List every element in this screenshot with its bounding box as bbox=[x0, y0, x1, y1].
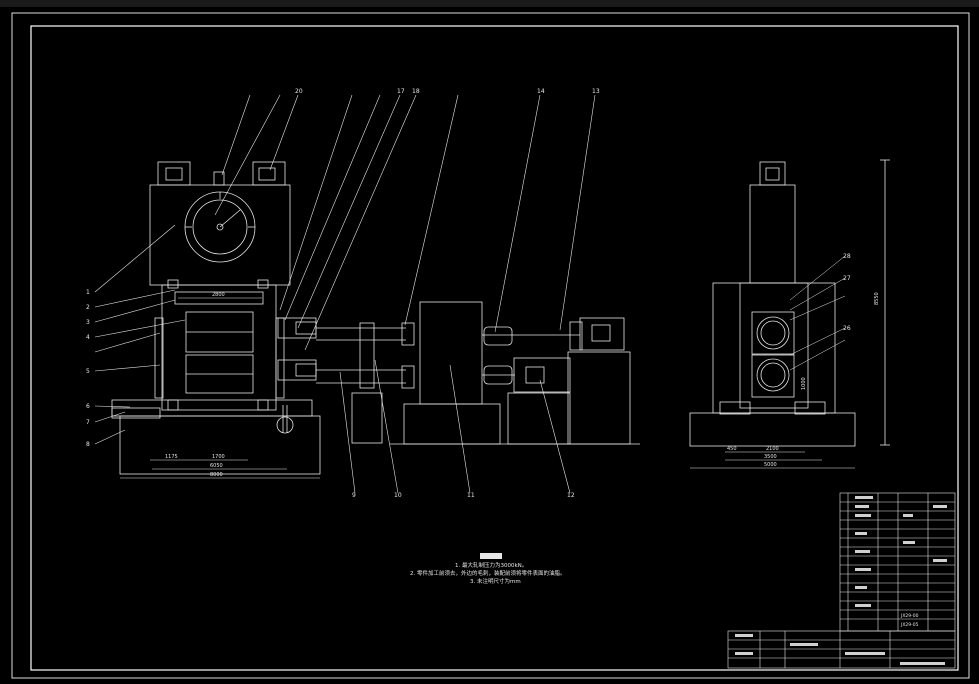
label-27: 27 bbox=[843, 275, 851, 282]
label-13: 13 bbox=[592, 88, 600, 95]
label-20: 20 bbox=[295, 88, 303, 95]
label-1: 1 bbox=[86, 289, 90, 296]
dim-small: 450 bbox=[727, 446, 737, 452]
side-dimension-lines bbox=[690, 255, 855, 469]
label-10: 10 bbox=[394, 492, 402, 499]
label-7: 7 bbox=[86, 419, 90, 426]
dim-left-offset: 1175 bbox=[165, 454, 178, 460]
foundation bbox=[119, 415, 321, 475]
label-5: 5 bbox=[86, 368, 90, 375]
label-18: 18 bbox=[412, 88, 420, 95]
dim-overall: 8000 bbox=[210, 472, 223, 478]
label-28: 28 bbox=[843, 253, 851, 260]
gear-box bbox=[419, 301, 483, 405]
label-12: 12 bbox=[567, 492, 575, 499]
front-dimension-lines bbox=[120, 297, 320, 479]
label-6: 6 bbox=[86, 403, 90, 410]
label-4: 4 bbox=[86, 334, 90, 341]
dim-w1: 2100 bbox=[766, 446, 779, 452]
title-block bbox=[727, 492, 956, 669]
motor-box-left bbox=[157, 161, 191, 186]
note-line-3: 3. 未注明尺寸为mm bbox=[470, 577, 521, 585]
dim-w2: 3500 bbox=[764, 454, 777, 460]
dim-inner: 1700 bbox=[212, 454, 225, 460]
label-11: 11 bbox=[467, 492, 475, 499]
label-17: 17 bbox=[397, 88, 405, 95]
label-2: 2 bbox=[86, 304, 90, 311]
outer-frame bbox=[11, 12, 970, 679]
dim-height: 8550 bbox=[874, 292, 880, 305]
label-9: 9 bbox=[352, 492, 356, 499]
note-line-2: 2. 零件加工前须去，外边的毛刺，装配前须将零件表面的油脂。 bbox=[410, 569, 566, 577]
title-code-1: JX29-00 bbox=[900, 613, 919, 619]
notes-heading-block bbox=[480, 553, 502, 559]
label-14: 14 bbox=[537, 88, 545, 95]
title-code-2: JX29-05 bbox=[900, 622, 919, 628]
dim-side-overall: 5000 bbox=[764, 462, 777, 468]
note-line-1: 1. 最大轧制压力为3000kN。 bbox=[455, 561, 527, 569]
dim-lower: 6050 bbox=[210, 463, 223, 469]
leader-lines bbox=[94, 94, 596, 494]
label-3: 3 bbox=[86, 319, 90, 326]
dim-mid: 1000 bbox=[801, 377, 807, 390]
label-8: 8 bbox=[86, 441, 90, 448]
inner-frame bbox=[30, 25, 959, 671]
front-view bbox=[111, 161, 640, 475]
motor-upper bbox=[579, 317, 625, 351]
label-26: 26 bbox=[843, 325, 851, 332]
window-top-strip bbox=[0, 0, 979, 7]
dim-top-width: 2800 bbox=[212, 292, 225, 298]
motor-lower bbox=[513, 357, 571, 393]
motor-box-right bbox=[252, 161, 286, 186]
side-view bbox=[689, 159, 890, 447]
title-block-fills bbox=[735, 496, 947, 665]
